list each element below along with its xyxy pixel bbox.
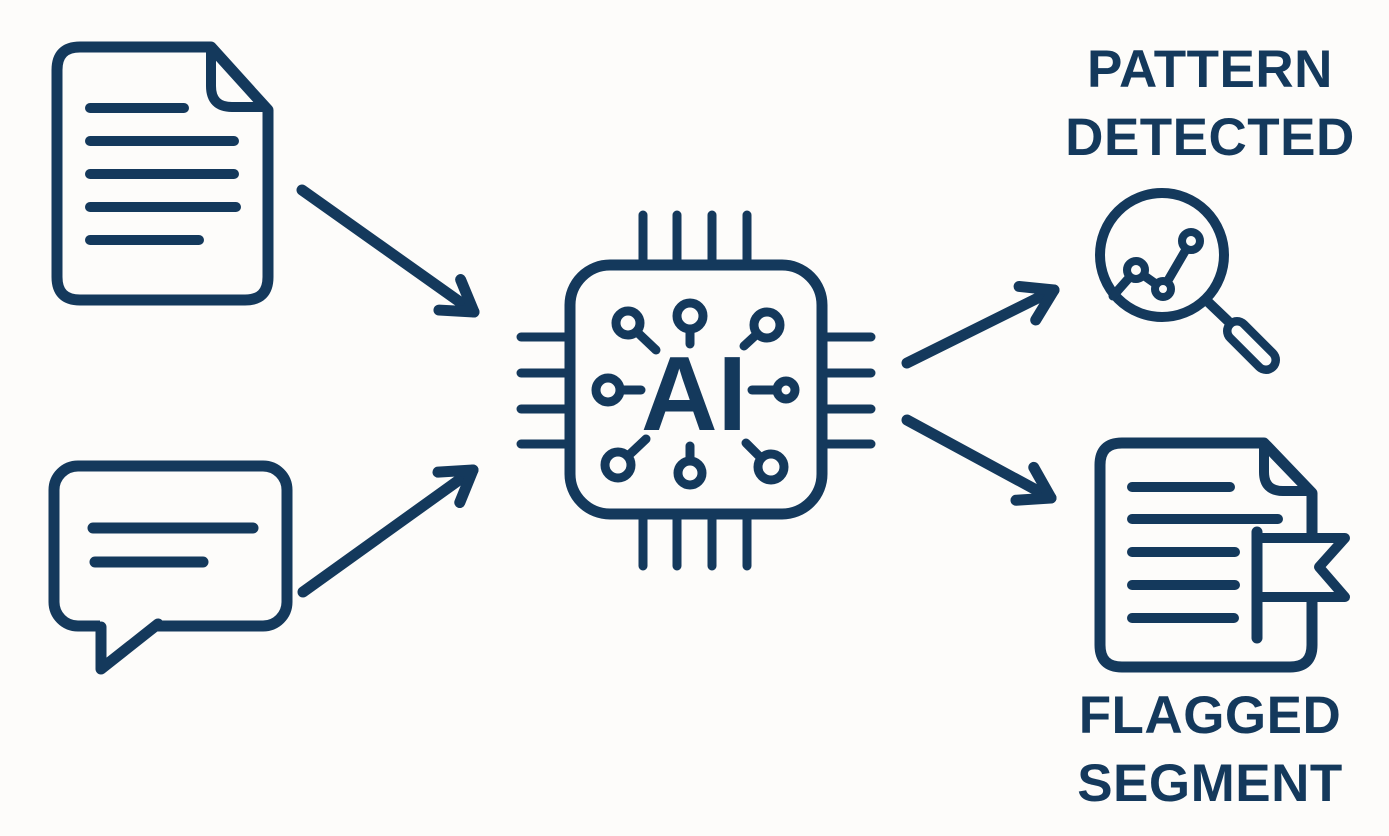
chat-bubble-tail bbox=[95, 618, 164, 675]
ai-chip-label: AI bbox=[641, 335, 747, 453]
flagged-segment-line2: SEGMENT bbox=[1077, 754, 1343, 813]
arrow-chat-to-ai bbox=[297, 464, 479, 598]
chip-pins-top bbox=[638, 210, 752, 271]
arrow-document-to-ai bbox=[296, 184, 480, 318]
flagged-segment-label: FLAGGED SEGMENT bbox=[1025, 682, 1389, 818]
document-text-lines bbox=[85, 103, 241, 245]
chip-pins-right bbox=[816, 332, 876, 449]
chat-text-lines bbox=[87, 522, 259, 568]
magnifier-chart-icon bbox=[1095, 188, 1280, 374]
flagged-document-text-lines bbox=[1127, 482, 1283, 623]
chip-circuit-nodes bbox=[591, 298, 800, 490]
flagged-segment-line1: FLAGGED bbox=[1078, 686, 1342, 745]
pattern-detected-line2: DETECTED bbox=[1065, 108, 1355, 167]
document-fold-corner bbox=[206, 45, 269, 112]
trend-line bbox=[1108, 236, 1196, 301]
chip-body bbox=[564, 259, 828, 520]
arrow-ai-to-pattern bbox=[901, 280, 1060, 369]
chat-bubble-icon bbox=[48, 460, 293, 675]
chip-pins-bottom bbox=[638, 508, 752, 571]
arrow-ai-to-flagged bbox=[901, 414, 1057, 506]
ai-chip-icon: AI bbox=[516, 210, 876, 571]
pattern-detected-line1: PATTERN bbox=[1087, 40, 1333, 99]
document-icon bbox=[51, 41, 274, 306]
magnifier-lens bbox=[1095, 188, 1229, 322]
flagged-document-icon bbox=[1094, 437, 1350, 673]
flag-banner bbox=[1252, 533, 1350, 602]
chip-pins-left bbox=[516, 332, 576, 449]
flagged-document-fold-corner bbox=[1259, 441, 1313, 496]
pattern-detected-label: PATTERN DETECTED bbox=[1025, 36, 1389, 172]
